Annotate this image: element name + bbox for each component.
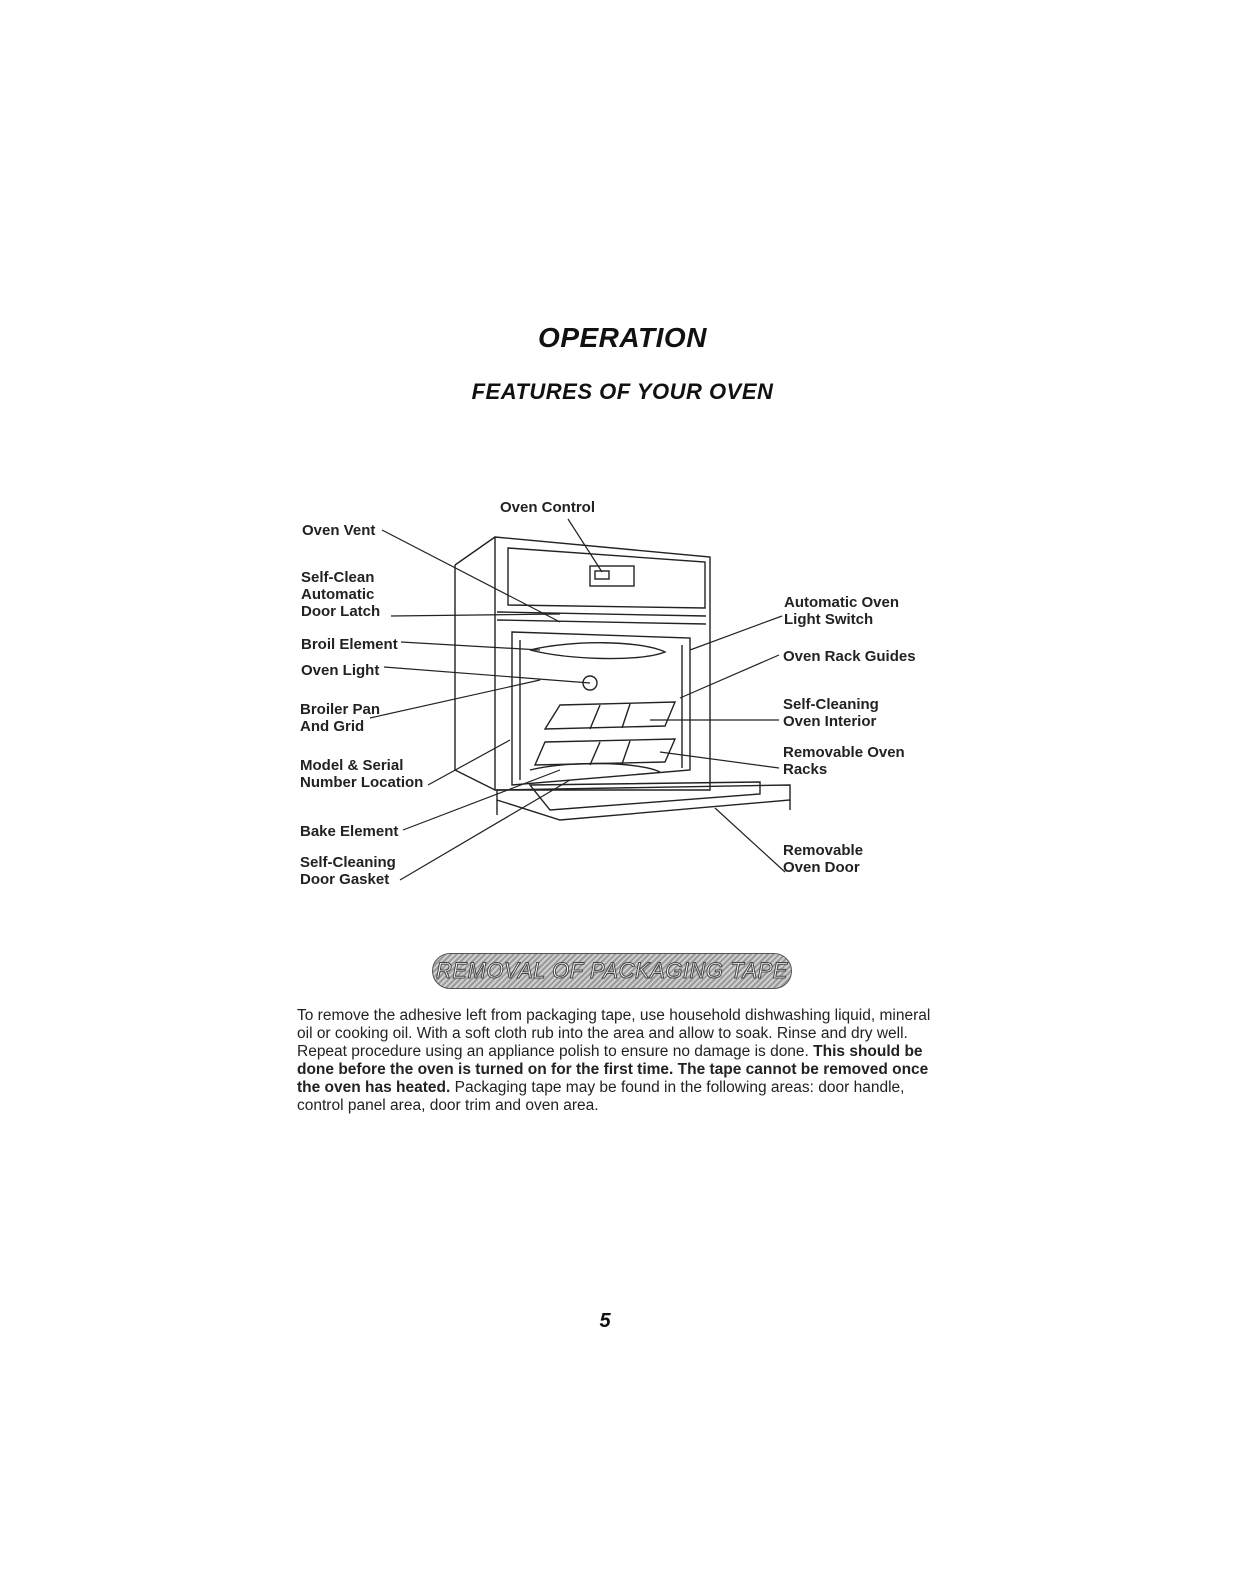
instructions-paragraph: To remove the adhesive left from packagi… (297, 1007, 937, 1115)
label-oven-vent: Oven Vent (302, 522, 376, 539)
oven-side-panel (454, 536, 496, 566)
label-bake-element: Bake Element (300, 823, 399, 840)
label-rack-guides: Oven Rack Guides (783, 648, 916, 665)
control-panel (507, 547, 706, 609)
page-title: OPERATION (538, 322, 707, 353)
label-oven-control: Oven Control (500, 499, 596, 516)
oven-rack-lower (533, 738, 677, 766)
oven-rack-upper (543, 701, 677, 730)
page-number: 5 (599, 1310, 611, 1332)
label-broil-element: Broil Element (301, 636, 398, 653)
label-oven-light: Oven Light (301, 662, 380, 679)
instructions-warning: This should be done before the oven is t… (297, 1043, 929, 1096)
section-banner: REMOVAL OF PACKAGING TAPE (432, 953, 792, 989)
label-oven-racks: Removable Oven Racks (783, 744, 905, 778)
instructions-text-2: Packaging tape may be found in the follo… (297, 1079, 905, 1114)
oven-cavity (511, 631, 691, 786)
bake-element (529, 762, 661, 773)
label-oven-interior: Self-Cleaning Oven Interior (783, 696, 879, 730)
instructions-text-1: To remove the adhesive left from packagi… (297, 1007, 931, 1060)
oven-outer-frame (494, 536, 711, 791)
control-display (589, 565, 635, 587)
broil-element (529, 642, 667, 660)
page-subtitle: FEATURES OF YOUR OVEN (471, 379, 774, 404)
section-banner-text: REMOVAL OF PACKAGING TAPE (436, 958, 788, 984)
label-oven-door: Removable Oven Door (783, 842, 864, 876)
label-door-gasket: Self-Cleaning Door Gasket (300, 854, 396, 888)
label-model-serial: Model & Serial Number Location (300, 757, 424, 791)
label-self-clean-latch: Self-Clean Automatic Door Latch (301, 569, 381, 620)
oven-door (496, 784, 791, 821)
label-broiler-pan: Broiler Pan And Grid (300, 701, 381, 735)
label-light-switch: Automatic Oven Light Switch (784, 594, 900, 628)
